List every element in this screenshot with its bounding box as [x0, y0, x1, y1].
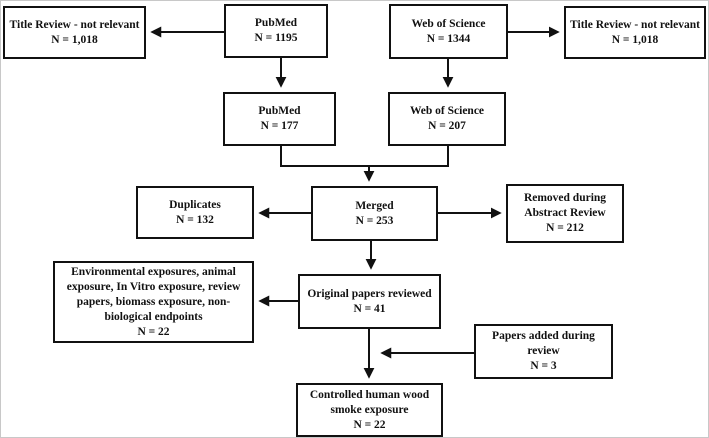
node-label: PubMed: [258, 105, 301, 117]
node-count: N = 22: [353, 418, 386, 431]
node-count: N = 207: [428, 120, 466, 132]
node-label: papers, biomass exposure, non-: [76, 295, 231, 308]
node-web-of-science-screened: Web of Science N = 207: [388, 92, 506, 146]
node-label: Environmental exposures, animal: [71, 265, 236, 278]
node-label: exposure, In Vitro exposure, review: [66, 280, 241, 293]
node-count: N = 1344: [426, 32, 471, 45]
node-label: Abstract Review: [524, 207, 606, 219]
node-label: Controlled human wood: [309, 388, 430, 401]
node-merged: Merged N = 253: [311, 186, 438, 241]
node-count: N = 1195: [254, 32, 298, 44]
node-count: N = 132: [176, 213, 214, 226]
node-label: Title Review - not relevant: [9, 18, 140, 31]
node-papers-added-during-review: Papers added during review N = 3: [474, 324, 613, 379]
node-count: N = 253: [355, 214, 394, 227]
node-web-of-science-initial: Web of Science N = 1344: [389, 4, 508, 59]
node-label: biological endpoints: [104, 310, 203, 323]
node-duplicates: Duplicates N = 132: [136, 186, 254, 239]
node-pubmed-initial: PubMed N = 1195: [224, 4, 328, 58]
node-count: N = 1,018: [611, 33, 659, 46]
node-label: Papers added during: [492, 330, 595, 342]
node-label: Original papers reviewed: [307, 287, 432, 300]
node-label: PubMed: [254, 17, 298, 29]
node-count: N = 22: [137, 325, 170, 338]
node-excluded-reasons: Environmental exposures, animal exposure…: [53, 261, 254, 343]
node-label: smoke exposure: [330, 403, 409, 416]
node-label: Removed during: [523, 192, 607, 204]
node-count: N = 1,018: [51, 33, 98, 46]
node-count: N = 212: [546, 222, 584, 234]
node-label: review: [527, 345, 560, 357]
node-label: Merged: [355, 199, 394, 212]
node-original-papers-reviewed: Original papers reviewed N = 41: [298, 274, 441, 329]
node-title-review-right: Title Review - not relevant N = 1,018: [564, 6, 706, 59]
node-count: N = 177: [260, 120, 299, 132]
node-count: N = 3: [530, 360, 557, 372]
node-label: Web of Science: [411, 17, 486, 30]
node-title-review-left: Title Review - not relevant N = 1,018: [3, 6, 146, 59]
node-removed-abstract-review: Removed during Abstract Review N = 212: [506, 184, 624, 243]
node-label: Web of Science: [409, 105, 485, 117]
node-count: N = 41: [353, 302, 386, 315]
node-controlled-human-wood-smoke-exposure: Controlled human wood smoke exposure N =…: [296, 383, 443, 437]
node-label: Title Review - not relevant: [570, 18, 700, 31]
node-label: Duplicates: [169, 198, 221, 211]
node-pubmed-screened: PubMed N = 177: [223, 92, 336, 146]
